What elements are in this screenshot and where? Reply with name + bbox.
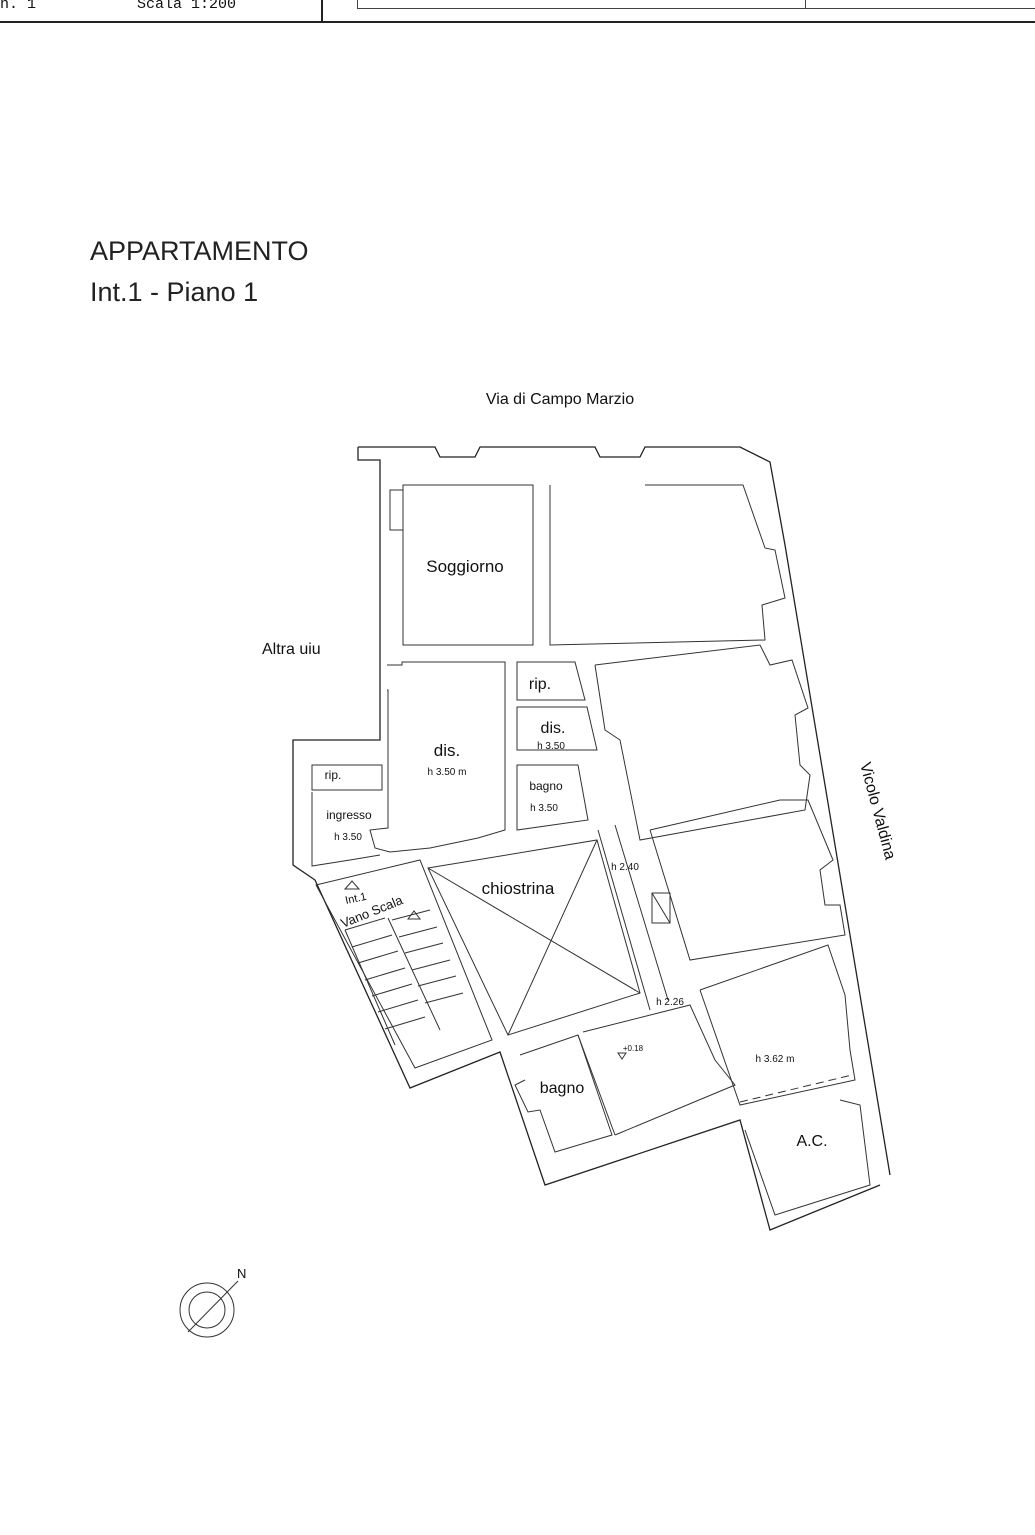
room-soggiorno: Soggiorno: [426, 557, 504, 576]
room-rip-top: rip.: [529, 676, 551, 693]
divider: [321, 0, 323, 21]
room-bagno-1: bagno: [529, 779, 563, 793]
room-bagno-1-height: h 3.50: [530, 803, 558, 814]
sheet-number: n. 1: [0, 0, 37, 13]
entrance-arrow-icon: [343, 880, 361, 890]
walls: [292, 446, 891, 1231]
labels: Via di Campo Marzio Altra uiu Vicolo Val…: [262, 391, 898, 1150]
north-label: N: [237, 1266, 246, 1281]
title-block-header: n. 1 Scala 1:200: [0, 0, 1035, 23]
room-ac: A.C.: [796, 1133, 827, 1150]
room-rip-left: rip.: [325, 768, 342, 782]
unit-label: Int.1: [344, 891, 367, 907]
title-box: [357, 0, 1035, 9]
room-dis-main-height: h 3.50 m: [428, 767, 467, 778]
plan-subtitle: Int.1 - Piano 1: [90, 277, 259, 307]
room-height: h 3.62 m: [756, 1054, 795, 1065]
room-ingresso-height: h 3.50: [334, 832, 362, 843]
plan-title: APPARTAMENTO: [90, 236, 309, 266]
street-top: Via di Campo Marzio: [486, 391, 634, 408]
street-left: Altra uiu: [262, 641, 321, 658]
street-right: Vicolo Valdina: [856, 761, 898, 862]
north-compass-icon: N: [179, 1266, 246, 1338]
room-dis-small-height: h 3.50: [537, 741, 565, 752]
room-ingresso: ingresso: [326, 808, 372, 822]
stair-arrow-icon: [407, 910, 421, 920]
room-dis-main: dis.: [434, 741, 460, 760]
corridor-2-height: h 2.26: [656, 997, 684, 1008]
floor-level: +0.18: [623, 1044, 644, 1053]
corridor-height: h 2.40: [611, 862, 639, 873]
room-dis-small: dis.: [541, 720, 566, 737]
stair-treads: [344, 909, 464, 1046]
scale-label: Scala 1:200: [137, 0, 237, 13]
room-bagno-2: bagno: [540, 1080, 585, 1097]
room-chiostrina: chiostrina: [482, 879, 555, 898]
level-marker-icon: [617, 1052, 627, 1060]
